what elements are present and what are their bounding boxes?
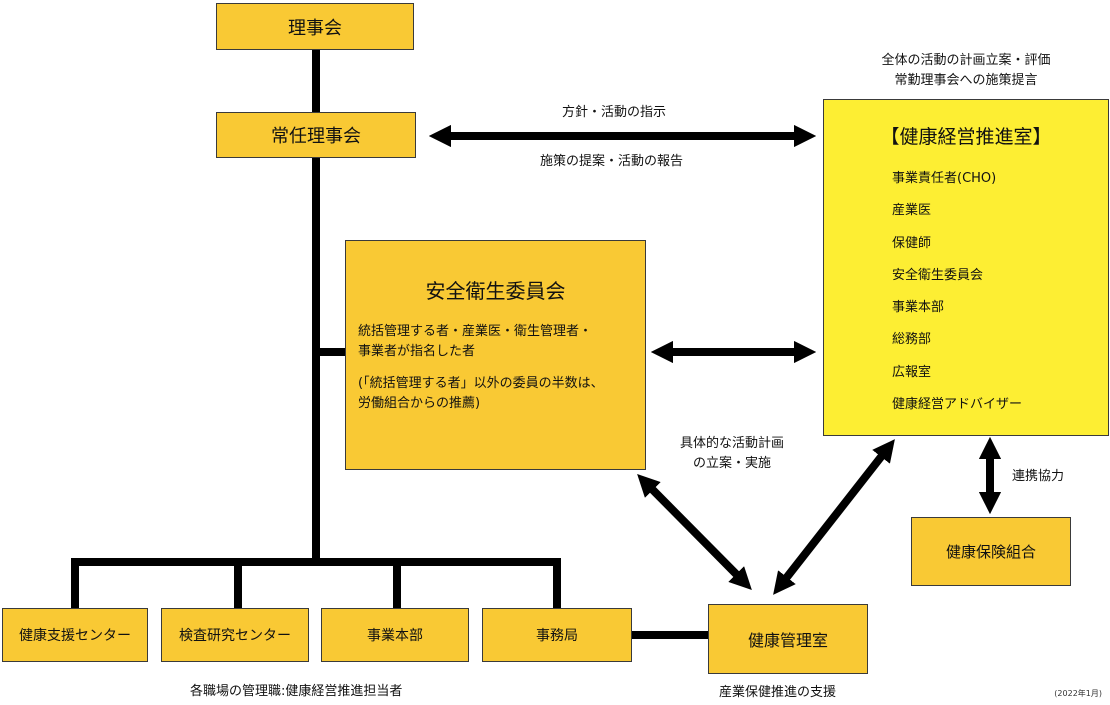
concrete-plan-label: 具体的な活動計画 の立案・実施 [679,436,784,471]
date-note: (2022年1月) [1054,689,1102,698]
promotion-member: 保健師 [892,235,932,251]
promotion-member-list: 事業責任者(CHO) 産業医 保健師 安全衛生委員会 事業本部 総務部 広報室 … [824,163,1108,421]
board-label: 理事会 [288,17,342,39]
department-box: 事業本部 [321,608,469,662]
department-label: 事業本部 [367,628,423,644]
tree-lines [71,50,708,639]
department-label: 検査研究センター [179,628,291,644]
cooperation-label: 連携協力 [1012,469,1065,484]
department-box: 事務局 [482,608,632,662]
safety-health-committee-box: 安全衛生委員会 統括管理する者・産業医・衛生管理者・ 事業者が指名した者 (「統… [345,240,646,470]
arrow-committee-office [637,474,752,590]
department-label: 健康支援センター [19,628,131,644]
measure-report-label: 施策の提案・活動の報告 [540,154,684,169]
committee-union-note: (「統括管理する者」以外の委員の半数は、 労働組合からの推薦) [358,376,604,412]
promotion-title: 【健康経営推進室】 [880,126,1052,148]
promotion-member: 産業医 [892,203,932,219]
committee-members-desc: 統括管理する者・産業医・衛生管理者・ 事業者が指名した者 [358,324,593,360]
promotion-member: 事業責任者(CHO) [892,171,997,186]
arrow-promotion-office [773,439,895,595]
department-label: 事務局 [536,628,578,644]
promotion-member: 総務部 [892,332,932,348]
health-management-office-label: 健康管理室 [747,631,828,650]
board-box: 理事会 [216,3,414,50]
department-box: 検査研究センター [161,608,309,662]
workplace-managers-caption: 各職場の管理職:健康経営推進担当者 [190,684,403,699]
industrial-health-support-caption: 産業保健推進の支援 [719,685,837,700]
health-promotion-office-box: 【健康経営推進室】 事業責任者(CHO) 産業医 保健師 安全衛生委員会 事業本… [823,99,1109,436]
standing-board-label: 常任理事会 [271,126,361,147]
department-box: 健康支援センター [2,608,148,662]
committee-title: 安全衛生委員会 [425,279,566,303]
health-insurance-union-box: 健康保険組合 [911,517,1071,586]
promotion-member: 健康経営アドバイザー [892,397,1023,413]
promotion-member: 事業本部 [892,300,945,316]
promotion-role-note: 全体の活動の計画立案・評価 常勤理事会への施策提言 [881,53,1051,88]
health-management-office-box: 健康管理室 [708,604,868,674]
policy-instruction-label: 方針・活動の指示 [562,105,667,120]
health-insurance-union-label: 健康保険組合 [945,543,1036,561]
standing-board-box: 常任理事会 [216,112,416,158]
promotion-member: 安全衛生委員会 [892,267,984,283]
promotion-member: 広報室 [892,364,932,380]
